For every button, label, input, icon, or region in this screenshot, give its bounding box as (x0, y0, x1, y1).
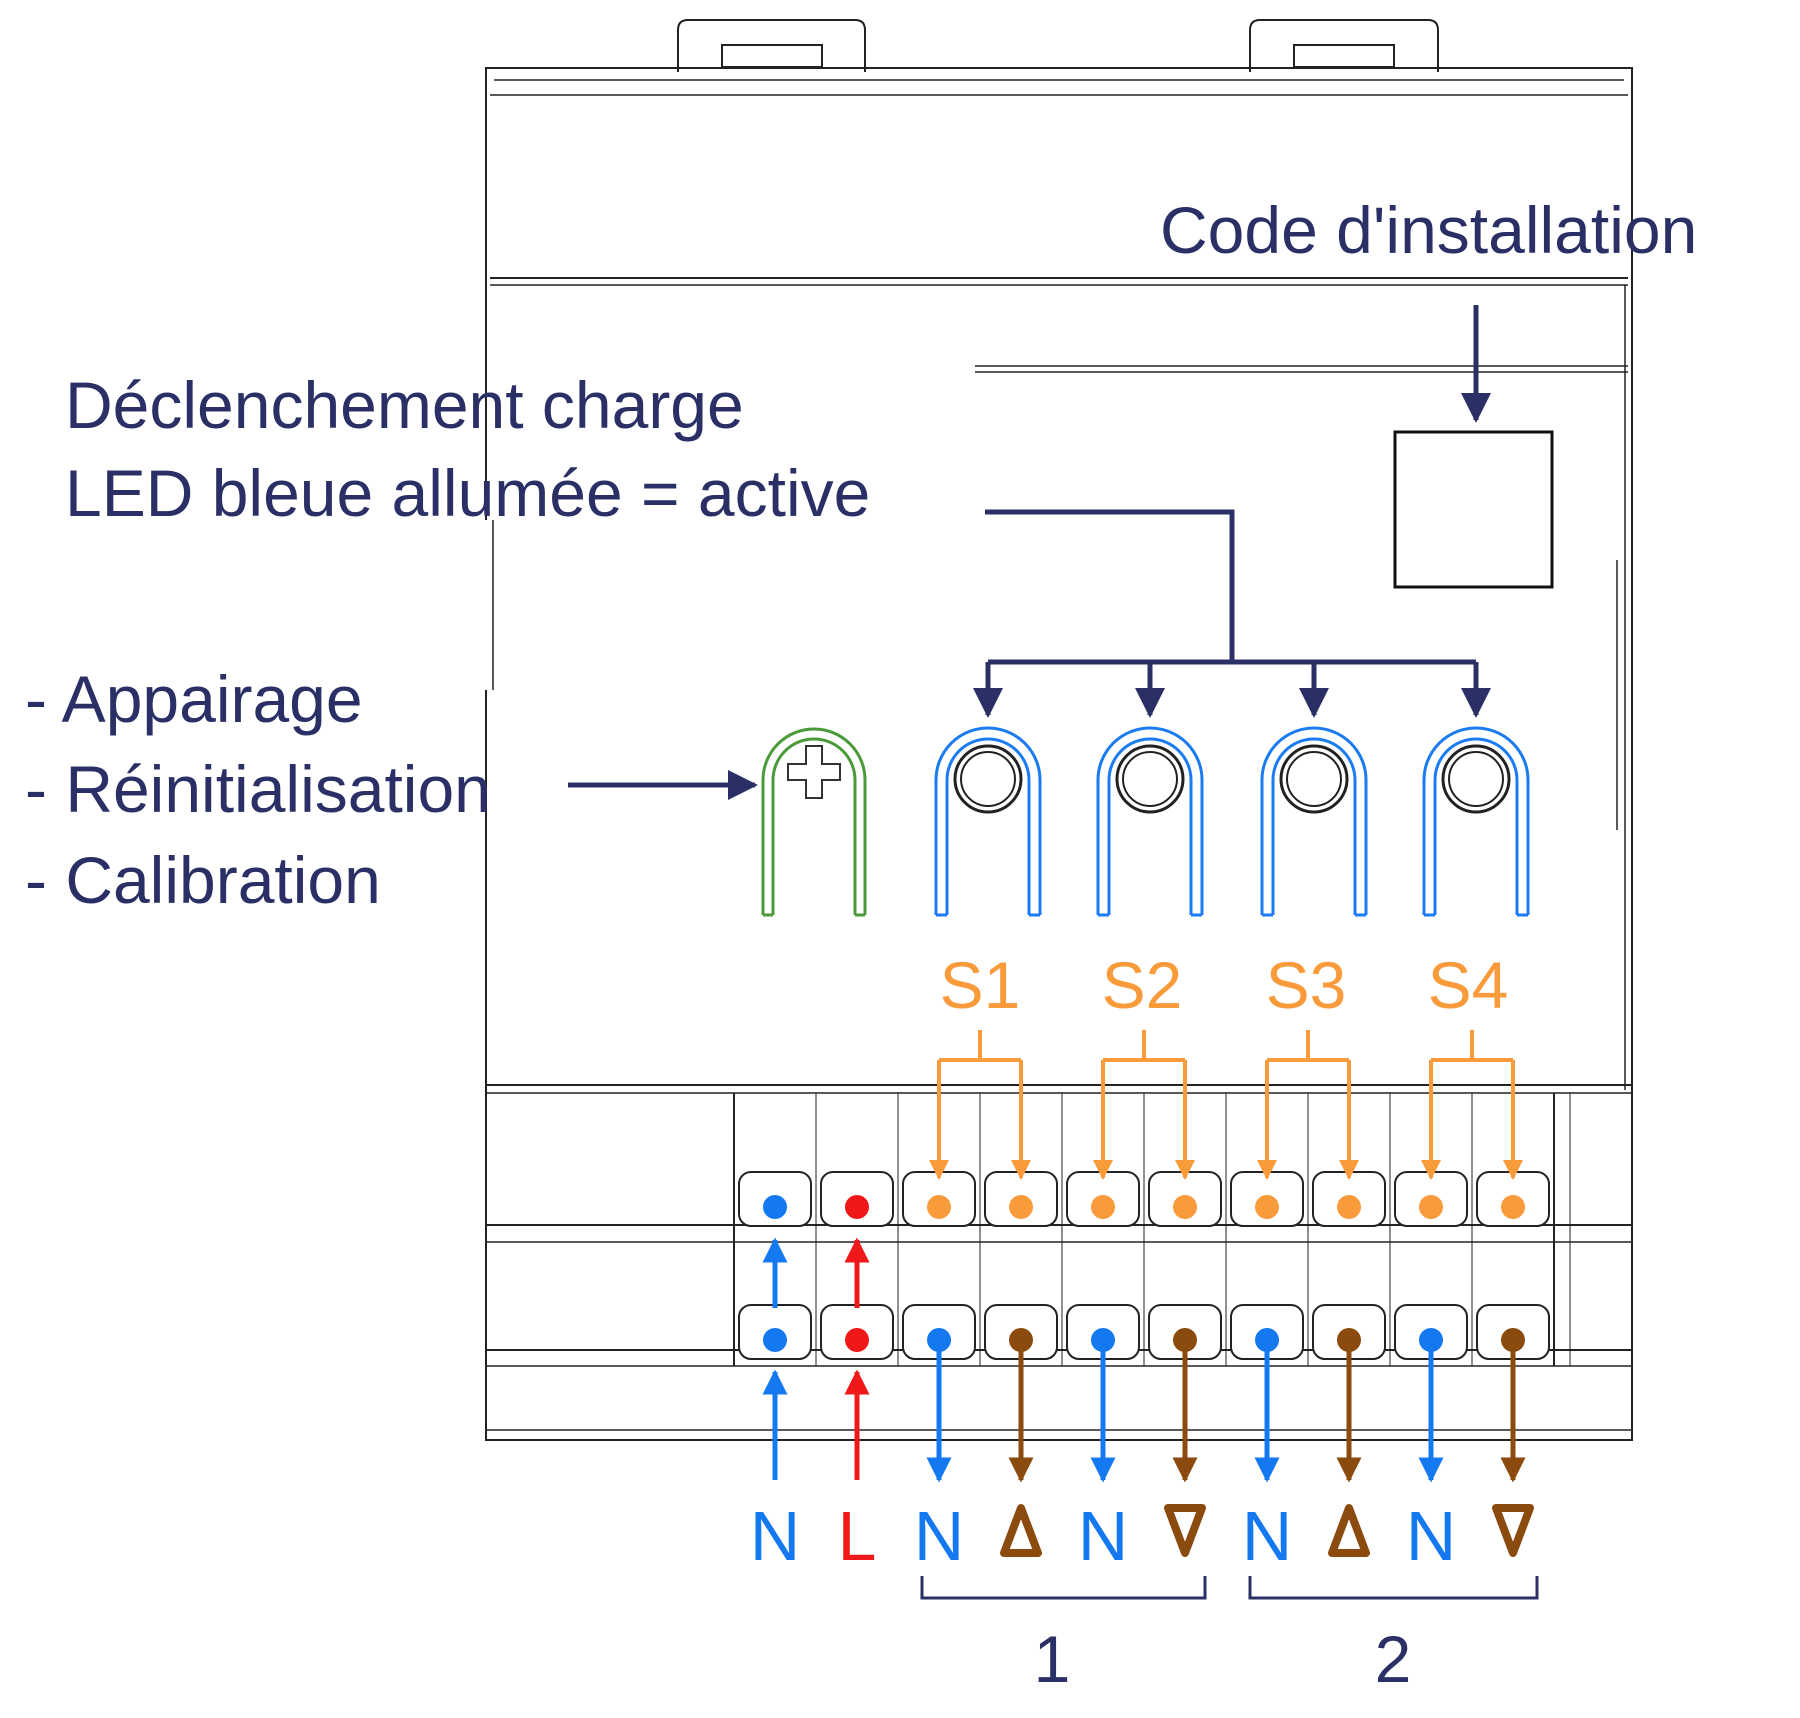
down-triangle-icon: ▼ (1164, 1504, 1206, 1561)
terminal-label-l: L (838, 1497, 877, 1575)
terminal-dot-top (1255, 1195, 1279, 1219)
func-pairing-label: - Appairage (25, 662, 363, 736)
load-button-s4[interactable] (1422, 726, 1530, 917)
svg-text:▼: ▼ (1512, 1558, 1514, 1561)
switch-labels: S1 S2 S3 S4 (940, 948, 1509, 1022)
up-triangle-icon: ▲ (1328, 1504, 1370, 1561)
terminal-dot-bottom (1091, 1328, 1115, 1352)
load-buttons (934, 726, 1530, 917)
svg-text:▲: ▲ (1348, 1558, 1350, 1561)
terminal-dot-bottom (1173, 1328, 1197, 1352)
device-housing (485, 19, 1633, 1441)
trigger-leader (973, 509, 1491, 718)
led-button-icon (953, 744, 1023, 814)
wire-arrows (762, 1237, 1526, 1483)
led-button-icon (1279, 744, 1349, 814)
load-button-s1[interactable] (934, 726, 1042, 917)
terminal-label-n: N (1078, 1497, 1129, 1575)
terminal-dot-bottom (1255, 1328, 1279, 1352)
terminal-dot-bottom (845, 1328, 869, 1352)
terminal-dot-bottom (1337, 1328, 1361, 1352)
svg-text:▼: ▼ (1184, 1558, 1186, 1561)
terminal-dot-bottom (1419, 1328, 1443, 1352)
load-button-s2[interactable] (1096, 726, 1204, 917)
terminal-dot-top (1091, 1195, 1115, 1219)
install-code-box (1393, 430, 1554, 589)
trigger-label-line1: Déclenchement charge (65, 368, 744, 442)
group-brackets (920, 1576, 1539, 1600)
terminal-dot-top (845, 1195, 869, 1219)
terminal-dots (763, 1195, 1525, 1352)
switch-label-s1: S1 (940, 948, 1021, 1022)
terminal-label-n: N (1406, 1497, 1457, 1575)
top-clip-left (677, 19, 866, 72)
func-calibration-label: - Calibration (25, 843, 381, 917)
trigger-label-line2: LED bleue allumée = active (65, 456, 870, 530)
terminal-dot-top (1501, 1195, 1525, 1219)
func-reset-label: - Réinitialisation (25, 752, 491, 826)
switch-label-s2: S2 (1102, 948, 1183, 1022)
plus-screw-icon (787, 745, 841, 799)
function-button[interactable] (761, 727, 867, 917)
led-button-icon (1115, 744, 1185, 814)
terminal-label-n: N (914, 1497, 965, 1575)
terminal-dot-top (927, 1195, 951, 1219)
led-button-icon (1441, 744, 1511, 814)
terminal-dot-top (1419, 1195, 1443, 1219)
up-triangle-icon: ▲ (1000, 1504, 1042, 1561)
switch-brackets (929, 1030, 1523, 1180)
group-label-1: 1 (1034, 1622, 1071, 1696)
terminal-dot-top (1337, 1195, 1361, 1219)
terminal-dot-bottom (927, 1328, 951, 1352)
terminal-dot-top (1009, 1195, 1033, 1219)
switch-label-s4: S4 (1428, 948, 1509, 1022)
terminal-label-n: N (1242, 1497, 1293, 1575)
group-label-2: 2 (1375, 1622, 1412, 1696)
down-triangle-icon: ▼ (1492, 1504, 1534, 1561)
svg-text:▲: ▲ (1020, 1558, 1022, 1561)
terminal-dot-bottom (1009, 1328, 1033, 1352)
terminal-dot-top (1173, 1195, 1197, 1219)
install-code-label: Code d'installation (1160, 193, 1697, 267)
switch-label-s3: S3 (1266, 948, 1347, 1022)
load-button-s3[interactable] (1260, 726, 1368, 917)
terminal-dot-top (763, 1195, 787, 1219)
top-clip-right (1249, 19, 1439, 72)
terminal-label-n: N (750, 1497, 801, 1575)
terminal-dot-bottom (763, 1328, 787, 1352)
terminal-dot-bottom (1501, 1328, 1525, 1352)
